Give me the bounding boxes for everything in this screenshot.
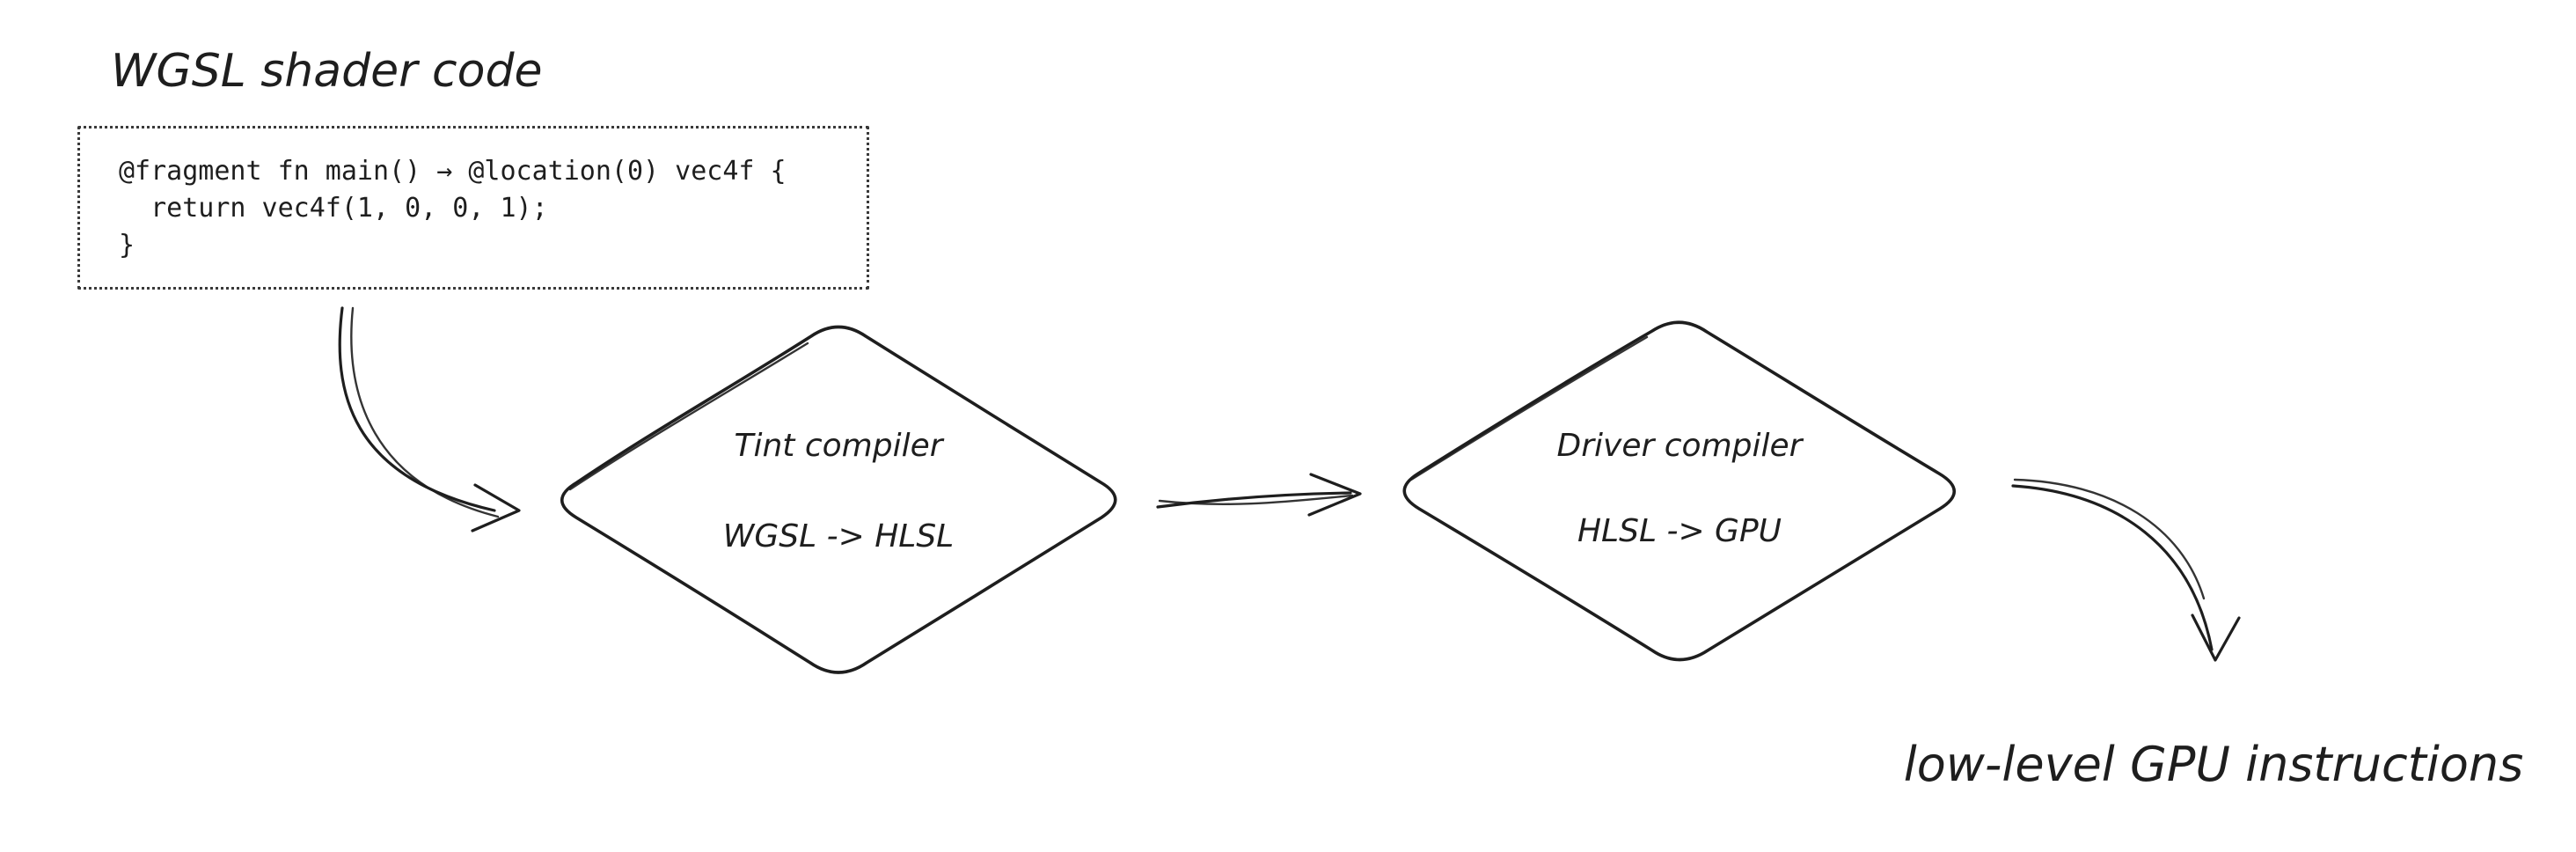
- code-line: return vec4f(1, 0, 0, 1);: [119, 193, 548, 224]
- arrow-driver-to-output: [2011, 478, 2241, 662]
- code-block: @fragment fn main() → @location(0) vec4f…: [77, 126, 869, 290]
- tint-compiler-label: Tint compiler: [734, 428, 943, 464]
- tint-compiler-transform-label: WGSL -> HLSL: [722, 518, 955, 555]
- arrowhead-right-icon: [471, 483, 521, 532]
- code-line: @fragment fn main() → @location(0) vec4f…: [119, 156, 787, 187]
- arrowhead-down-icon: [2191, 613, 2241, 662]
- arrowhead-right-icon: [1307, 473, 1362, 517]
- arrow-tint-to-driver: [1156, 473, 1362, 517]
- driver-compiler-transform-label: HLSL -> GPU: [1577, 513, 1782, 549]
- output-label: low-level GPU instructions: [1903, 737, 2524, 792]
- code-line: }: [119, 230, 135, 261]
- diagram-title: WGSL shader code: [111, 45, 543, 98]
- driver-compiler-label: Driver compiler: [1556, 428, 1803, 464]
- driver-compiler-diamond: [1402, 320, 1956, 662]
- tint-compiler-diamond: [560, 325, 1117, 674]
- arrow-code-to-tint: [338, 306, 521, 532]
